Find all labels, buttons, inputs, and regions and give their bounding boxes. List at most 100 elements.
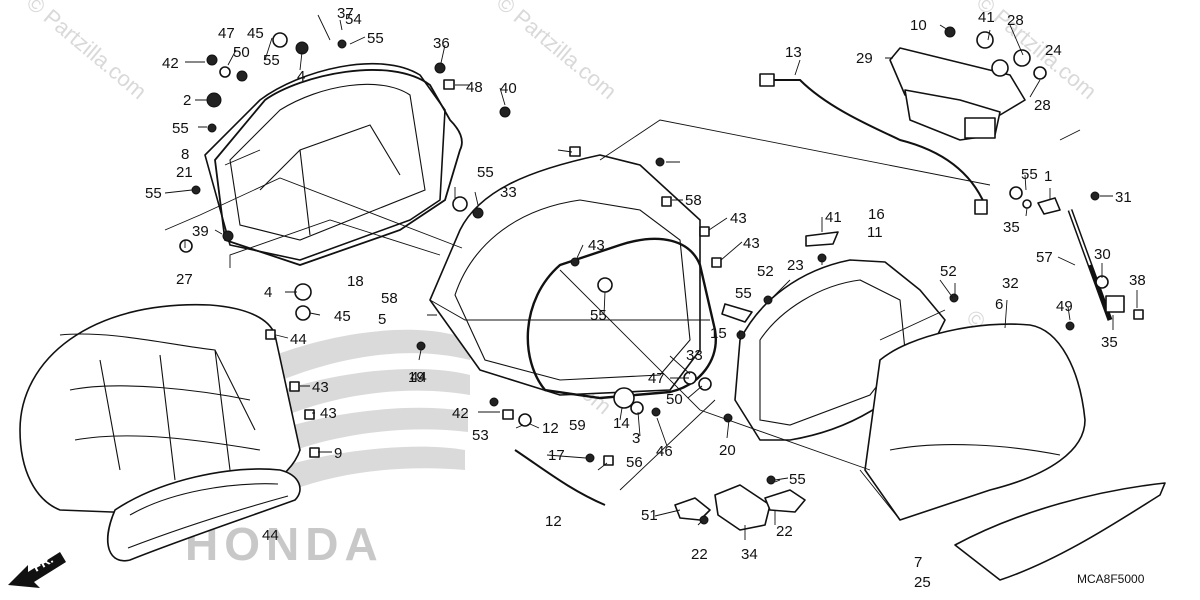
callout-label: 22	[776, 523, 793, 540]
callout-label: 43	[730, 210, 747, 227]
callout-label: 43	[588, 237, 605, 254]
callout-label: 58	[685, 192, 702, 209]
callout-label: 44	[290, 331, 307, 348]
callout-label: 55	[172, 120, 189, 137]
callout-label: 9	[334, 445, 342, 462]
callout-label: 42	[162, 55, 179, 72]
callout-label: 34	[741, 546, 758, 563]
callout-label: 42	[452, 405, 469, 422]
callout-label: 17	[548, 447, 565, 464]
callout-label: 43	[743, 235, 760, 252]
callout-label: 45	[247, 25, 264, 42]
right-outer-cover	[864, 323, 1086, 521]
callout-label: 55	[477, 164, 494, 181]
left-gasket-seal	[214, 69, 463, 266]
callout-label: 18	[347, 273, 364, 290]
callout-label: 35	[1101, 334, 1118, 351]
callout-label: 29	[856, 50, 873, 67]
lid-trim-panel	[954, 482, 1166, 581]
callout-label: 46	[656, 443, 673, 460]
callout-label: 43	[312, 379, 329, 396]
callout-label: 53	[472, 427, 489, 444]
lid-opener-assembly	[889, 47, 1026, 141]
stay-strap	[514, 449, 606, 506]
callout-label: 15	[710, 325, 727, 342]
callout-label: 38	[1129, 272, 1146, 289]
callout-label: 33	[500, 184, 517, 201]
left-inner-box	[204, 62, 446, 261]
callout-label: 5	[378, 311, 386, 328]
callout-label: 16	[868, 206, 885, 223]
callout-label: 39	[192, 223, 209, 240]
hinge-bracket	[674, 484, 806, 531]
callout-label: 52	[757, 263, 774, 280]
leader-lines	[164, 14, 1138, 540]
callout-label: 55	[145, 185, 162, 202]
watermark-text: © Partzilla.com	[22, 0, 152, 104]
callout-label: 56	[626, 454, 643, 471]
callout-label: 44	[410, 369, 427, 386]
callout-label: 12	[545, 513, 562, 530]
callout-label: 36	[433, 35, 450, 52]
callout-label: 14	[613, 415, 630, 432]
callout-label: 45	[334, 308, 351, 325]
callout-label: 55	[735, 285, 752, 302]
callout-label: 41	[978, 9, 995, 26]
callout-label: 41	[825, 209, 842, 226]
callout-label: 3	[632, 430, 640, 447]
callout-label: 4	[264, 284, 272, 301]
callout-label: 1	[1044, 168, 1052, 185]
callout-label: 55	[367, 30, 384, 47]
callout-label: 25	[914, 574, 931, 591]
callout-label: 47	[218, 25, 235, 42]
callout-label: 20	[719, 442, 736, 459]
callout-label: 43	[320, 405, 337, 422]
callout-label: 2	[183, 92, 191, 109]
callout-label: 31	[1115, 189, 1132, 206]
callout-label: 50	[666, 391, 683, 408]
callout-label: 22	[691, 546, 708, 563]
callout-label: 8	[181, 146, 189, 163]
front-direction-indicator: FR.	[8, 551, 66, 588]
callout-label: 37	[337, 5, 354, 22]
callout-label: 54	[345, 11, 362, 28]
callout-label: 24	[1045, 42, 1062, 59]
callout-label: 28	[1034, 97, 1051, 114]
callout-label: 27	[176, 271, 193, 288]
callout-label: 58	[381, 290, 398, 307]
callout-label: 35	[1003, 219, 1020, 236]
callout-label: 13	[785, 44, 802, 61]
callout-label: 52	[940, 263, 957, 280]
callout-label: 12	[542, 420, 559, 437]
callout-label: 19	[408, 369, 425, 386]
callout-label: 48	[466, 79, 483, 96]
center-rim-seal	[526, 237, 717, 400]
callout-label: 10	[910, 17, 927, 34]
callout-label: 28	[1007, 12, 1024, 29]
callout-label: 23	[787, 257, 804, 274]
callout-label: 11	[867, 224, 883, 241]
callout-label: 59	[569, 417, 586, 434]
callout-label: 7	[914, 554, 922, 571]
callout-label: 55	[263, 52, 280, 69]
callout-label: 57	[1036, 249, 1053, 266]
callout-label: 6	[995, 296, 1003, 313]
callout-label: 47	[648, 370, 665, 387]
callout-label: 30	[1094, 246, 1111, 263]
lid-cable	[770, 79, 986, 206]
callout-label: 51	[641, 507, 658, 524]
callout-labels: 37 54 47 45 55 42 50 55 4 36 48 40 2 55 …	[145, 5, 1146, 591]
callout-label: 55	[1021, 166, 1038, 183]
hardware-parts	[179, 26, 1144, 525]
diagram-code: MCA8F5000	[1077, 572, 1145, 586]
callout-label: 33	[686, 347, 703, 364]
callout-label: 49	[1056, 298, 1073, 315]
callout-label: 44	[262, 527, 279, 544]
callout-label: 50	[233, 44, 250, 61]
callout-label: 55	[590, 307, 607, 324]
callout-label: 32	[1002, 275, 1019, 292]
callout-label: 55	[789, 471, 806, 488]
callout-label: 21	[176, 164, 193, 181]
callout-label: 40	[500, 80, 517, 97]
